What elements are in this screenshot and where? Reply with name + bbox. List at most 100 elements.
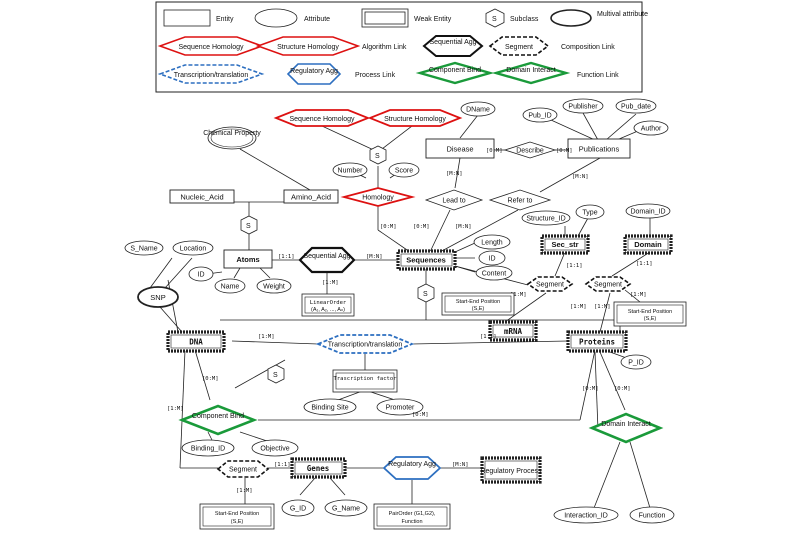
regulatory-process-label: Regulatory Process — [480, 468, 542, 475]
pub-id-attribute — [522, 107, 558, 123]
describe-relationship — [503, 141, 557, 159]
card-describe-pub: [0:M] — [556, 148, 573, 154]
legend-function-link-label: Function Link — [577, 72, 619, 79]
legend-struct-homology-shape — [255, 36, 361, 56]
sequential-agg-relationship — [298, 246, 356, 274]
pub-id-label: Pub_ID — [528, 113, 551, 120]
card-sec-seg: [1:1] — [566, 263, 583, 269]
card-disease-describe: [0:M] — [486, 148, 503, 154]
legend-multivalued-label: Multival attribute — [597, 11, 648, 18]
homology-label: Homology — [362, 195, 394, 202]
chemical-property-attribute — [207, 126, 257, 150]
legend-segment-shape — [488, 36, 550, 56]
pair-order-label: PairOrder (G1,G2), — [389, 511, 436, 517]
p-id-label: P_ID — [628, 360, 644, 367]
score-label: Score — [395, 168, 413, 175]
legend-attribute-shape — [254, 8, 298, 28]
interaction-id-attribute — [553, 506, 619, 524]
sequences-label: Sequences — [406, 256, 446, 265]
publisher-label: Publisher — [568, 104, 598, 111]
legend-transcription-label: Transcription/translation — [174, 72, 249, 79]
domain-label: Domain — [634, 240, 662, 249]
card-dna-trans: [1:M] — [258, 334, 275, 340]
segment-1-relationship — [526, 276, 574, 292]
pair-order-box — [373, 503, 451, 530]
card-homology-seq: [0:M] — [380, 224, 397, 230]
g-name-label: G_Name — [332, 506, 360, 513]
linear-order-detail: (A₁, A₂, ..., Aₙ) — [311, 307, 345, 313]
card-dna-seg3: [1:M] — [167, 406, 184, 412]
promoter-attribute — [376, 398, 424, 416]
describe-label: Describe — [516, 148, 544, 155]
s-name-label: S_Name — [130, 246, 157, 253]
card-seg2-prot: [1:M] — [594, 304, 611, 310]
card-dna-bind: [0:M] — [202, 376, 219, 382]
pair-order-b-label: Function — [401, 519, 422, 525]
content-label: Content — [482, 271, 507, 278]
card-leadto-seq: [0:M] — [413, 224, 430, 230]
sequential-agg-label: Sequential Agg — [303, 253, 350, 260]
content-attribute — [475, 265, 513, 281]
dna-label: DNA — [189, 338, 203, 347]
binding-site-label: Binding Site — [311, 405, 348, 412]
amino-acid-label: Amino_Acid — [291, 193, 331, 202]
score-attribute — [388, 162, 420, 178]
start-end-box-2 — [613, 301, 687, 327]
segment-1-label: Segment — [536, 282, 564, 289]
location-attribute — [172, 240, 214, 256]
weight-label: Weight — [263, 284, 285, 291]
card-dom-seg: [1:1] — [636, 261, 653, 267]
type-label: Type — [582, 210, 597, 217]
card-prot-dom-a: [0:M] — [582, 386, 599, 392]
card-referto-seq: [M:N] — [455, 224, 472, 230]
legend-weak-entity-label: Weak Entity — [414, 16, 452, 23]
legend-regulatory-agg-label: Regulatory Agg — [290, 68, 338, 75]
seq-id-attribute — [478, 250, 506, 266]
legend-multivalued-shape — [550, 9, 592, 27]
sec-str-label: Sec_str — [551, 240, 578, 249]
nucleic-acid-label: Nucleic_Acid — [180, 193, 223, 202]
structure-id-label: Structure_ID — [526, 216, 565, 223]
legend-algorithm-link-label: Algorithm Link — [362, 44, 407, 51]
transcription-factor-box — [332, 369, 398, 393]
legend-component-bind-shape — [415, 61, 495, 85]
segment-2-relationship — [584, 276, 632, 292]
legend-weak-entity-shape — [361, 8, 409, 28]
amino-acid-entity — [283, 189, 339, 204]
pub-date-attribute — [615, 98, 657, 114]
interaction-id-label: Interaction_ID — [564, 513, 608, 520]
card-agg-seq: [M:N] — [366, 254, 383, 260]
length-attribute — [473, 234, 511, 250]
card-seg1-mrna: [1:M] — [570, 304, 587, 310]
legend-subclass-shape — [485, 8, 505, 28]
transcription-translation-label: Transcription/translation — [328, 342, 403, 349]
dna-subclass-icon — [267, 364, 285, 384]
regulatory-agg-relationship — [382, 456, 442, 480]
start-end-2b-label: (S,E) — [644, 316, 657, 322]
function-label: Function — [639, 513, 666, 520]
homology-subclass-icon — [369, 145, 387, 165]
author-label: Author — [641, 126, 662, 133]
card-seq-seg1: [1:M] — [510, 292, 527, 298]
card-pub-referto: [M:N] — [572, 174, 589, 180]
start-end-2-label: Start-End Position — [628, 309, 672, 315]
segment-3-relationship — [216, 460, 270, 478]
acid-subclass-symbol: S — [246, 223, 251, 230]
author-attribute — [633, 120, 669, 136]
card-trans-prot: [1:1] — [480, 334, 497, 340]
location-label: Location — [180, 246, 207, 253]
homology-subclass-symbol: S — [375, 153, 380, 160]
structure-homology-label: Structure Homology — [384, 116, 446, 123]
s-name-attribute — [124, 240, 164, 256]
promoter-label: Promoter — [386, 405, 415, 412]
start-end-1-label: Start-End Position — [456, 299, 500, 305]
nucleic-acid-entity — [169, 189, 235, 204]
lead-to-relationship — [424, 189, 484, 211]
card-prot-dom-b: [0:M] — [614, 386, 631, 392]
domain-id-label: Domain_ID — [630, 209, 665, 216]
component-bind-label: Component Bind — [192, 413, 244, 420]
pub-date-label: Pub_date — [621, 104, 651, 111]
card-disease-leadto: [M:N] — [446, 171, 463, 177]
sequence-homology-label: Sequence Homology — [290, 116, 355, 123]
